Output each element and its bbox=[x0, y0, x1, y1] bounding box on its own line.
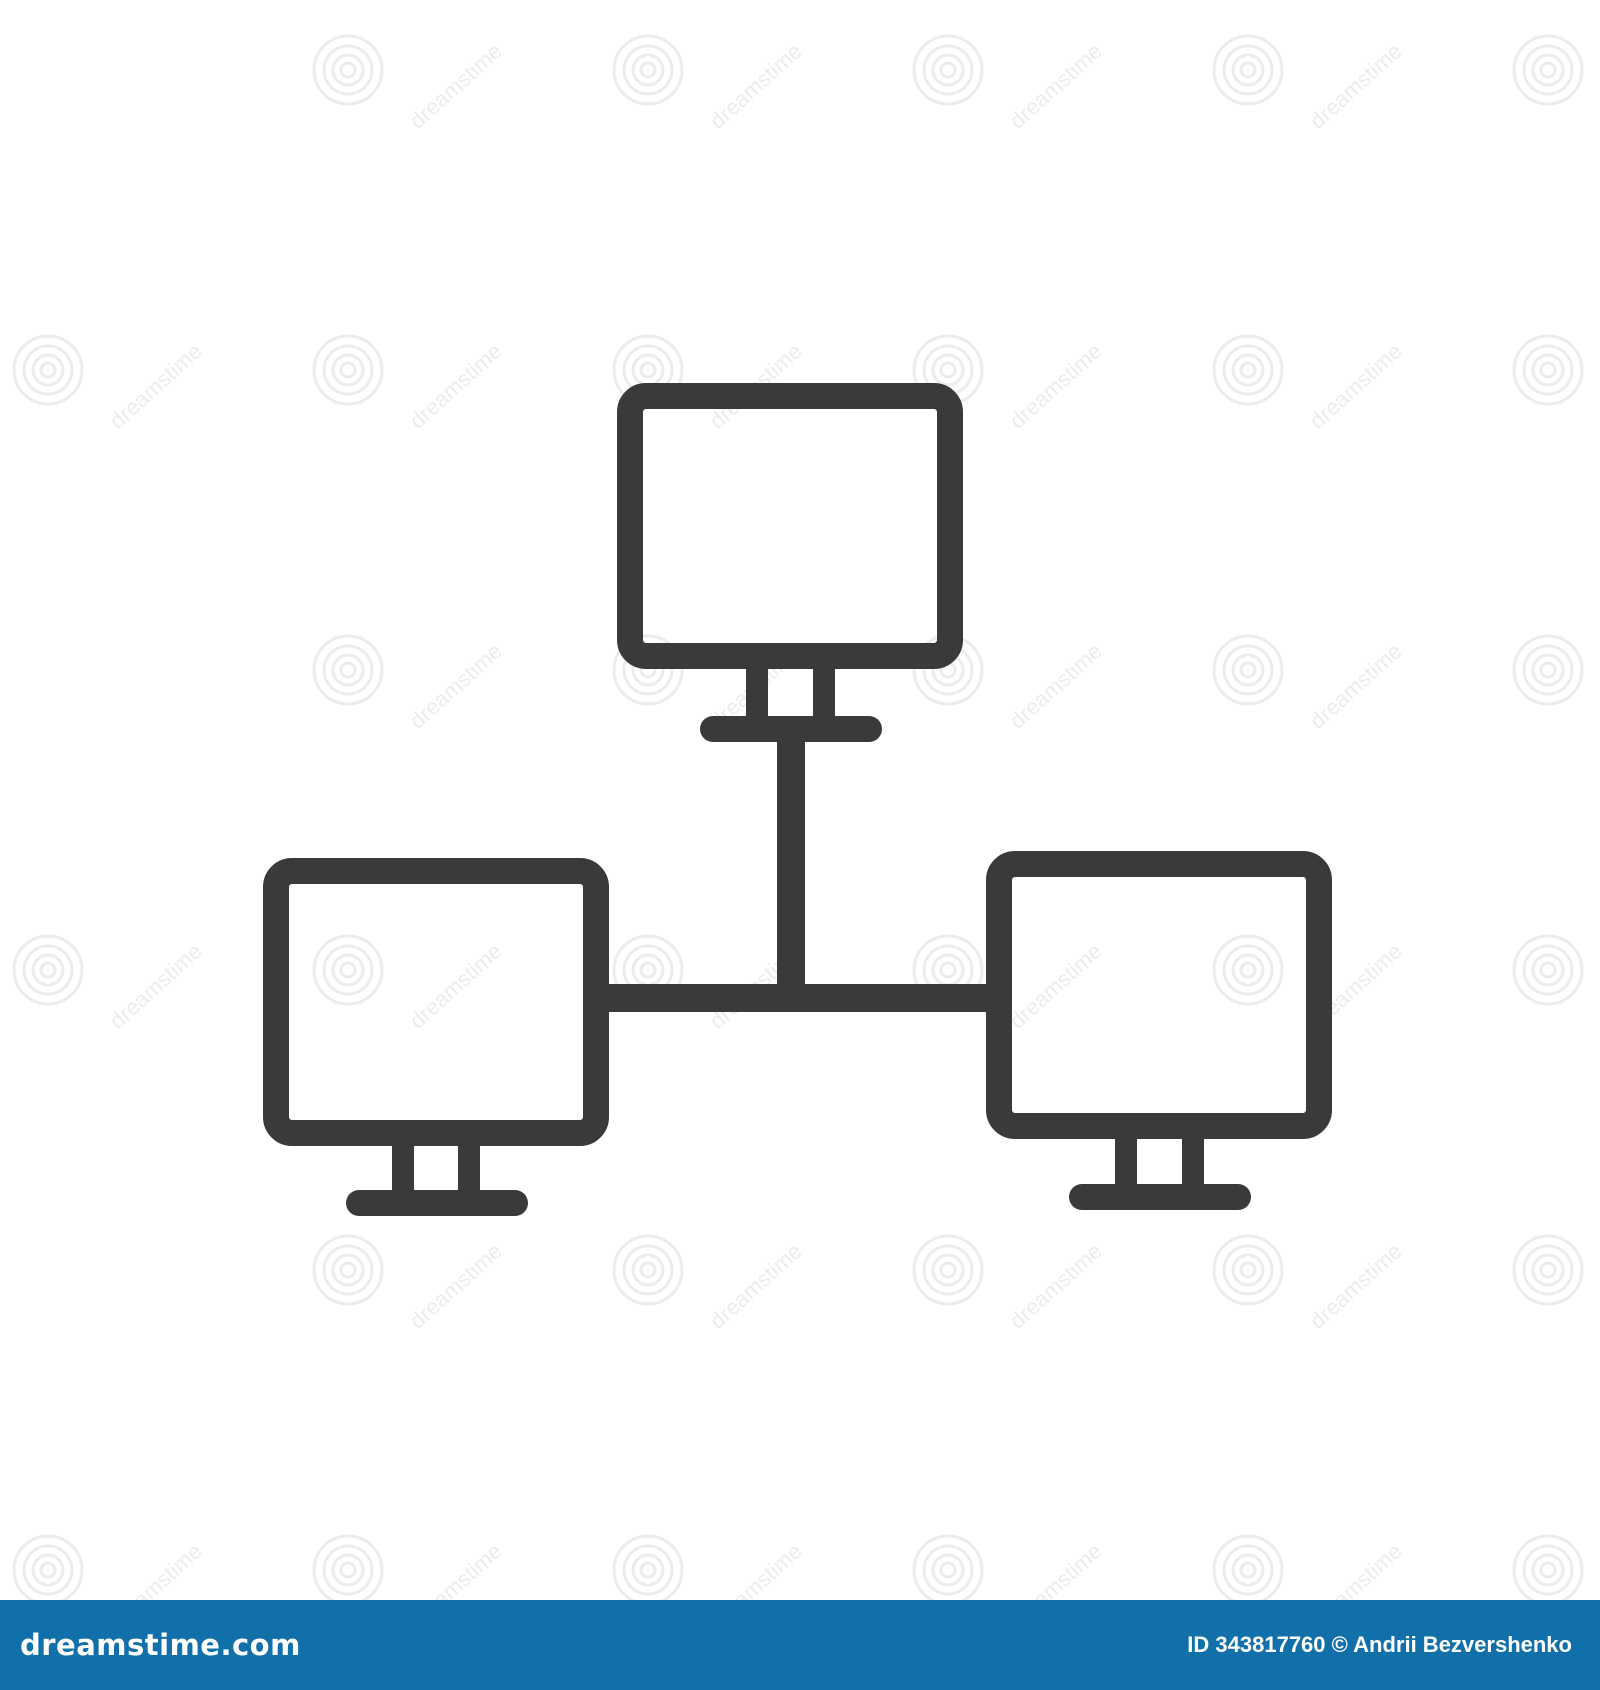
monitor-left-screen bbox=[263, 858, 609, 1146]
footer-credit-text: ID 343817760 © Andrii Bezvershenko bbox=[1187, 1632, 1572, 1657]
monitor-icon-right bbox=[986, 851, 1332, 1210]
computer-network-illustration bbox=[263, 383, 1332, 1216]
monitor-icon-left bbox=[263, 858, 609, 1216]
footer-logo-text[interactable]: dreamstime.com bbox=[20, 1628, 301, 1662]
monitor-top-screen bbox=[617, 383, 963, 669]
network-connector bbox=[609, 742, 986, 1012]
monitor-icon-top bbox=[617, 383, 963, 742]
footer-bar: dreamstime.com ID 343817760 © Andrii Bez… bbox=[0, 1600, 1600, 1690]
monitor-right-screen bbox=[986, 851, 1332, 1139]
